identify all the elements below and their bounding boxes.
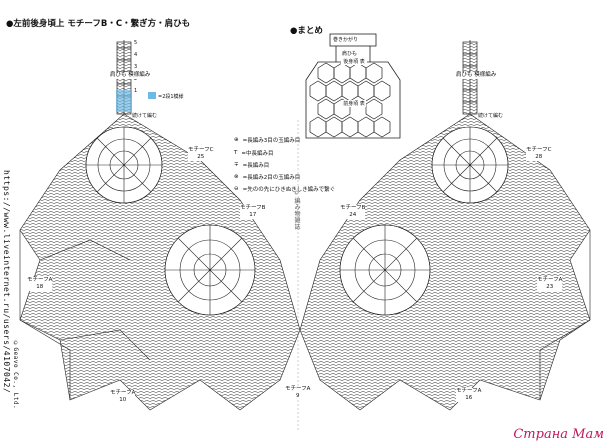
- side-url: https://www.liveinternet.ru/users/410704…: [2, 170, 11, 394]
- right-panel: [299, 113, 591, 411]
- strap-label-right: 肩ひも 模様編み: [456, 72, 497, 79]
- summary-back-label: 後身頃 表: [341, 58, 367, 65]
- strap-row-5: 5: [134, 40, 138, 46]
- left-title: ●左前後身頃上 モチーフB・C・繋ぎ方・肩ひも: [6, 19, 191, 29]
- strap-repeat-label: =2段1模様: [158, 94, 184, 100]
- summary-top-label: 巻きかがり: [333, 37, 359, 43]
- dc-icon: ∓: [234, 162, 239, 168]
- strap-row-3: 3: [134, 64, 138, 70]
- strap-attach-label-right: 続けて編む: [478, 113, 504, 119]
- strap-label-left: 肩ひも 模様編み: [110, 72, 151, 79]
- center-mark: ©編み物雑誌: [293, 190, 300, 230]
- strap-row-4: 4: [134, 52, 138, 58]
- strap-row-2: 2: [134, 76, 138, 82]
- strap-repeat-highlight: [116, 90, 132, 112]
- join-icon: ⊖: [234, 186, 239, 192]
- right-title: ●まとめ: [290, 26, 323, 36]
- hdc-icon: T: [234, 150, 238, 156]
- bobble-2-icon: ⊗: [234, 174, 239, 180]
- legend-item-5: ⊖ =先のの先にひきぬきしき編みで繋ぐ: [234, 186, 336, 193]
- strap-row-1: 1: [134, 88, 138, 94]
- summary-front-label: 前身頃 表: [342, 100, 366, 107]
- side-copyright: ©Geavo Co., Ltd.: [12, 340, 19, 410]
- strap-attach-label-left: 続けて編む: [132, 113, 158, 119]
- legend-item-4: ⊗ =長編み2目の玉編み目: [234, 174, 301, 181]
- legend-item-1: ⊕ =長編み3目の玉編み目: [234, 137, 301, 144]
- bobble-3-icon: ⊕: [234, 137, 239, 143]
- summary-strap-label: 肩ひも: [342, 50, 358, 57]
- legend-swatch: [148, 92, 156, 99]
- watermark-logo: Страна Мам: [513, 427, 604, 442]
- legend-item-3: ∓ =長編み目: [234, 162, 270, 169]
- left-panel: [19, 113, 301, 411]
- legend-item-2: T =中長編み目: [234, 150, 274, 157]
